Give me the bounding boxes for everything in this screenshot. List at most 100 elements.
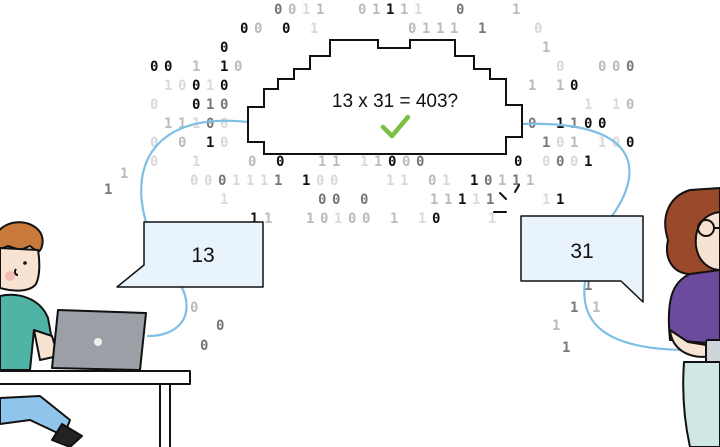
binary-digit: 1 bbox=[486, 192, 494, 208]
binary-digit: 0 bbox=[456, 2, 464, 18]
binary-digit: 0 bbox=[220, 78, 228, 94]
binary-digit: 1 bbox=[332, 154, 340, 170]
binary-digit: 0 bbox=[612, 59, 620, 75]
left-speech-bubble: 13 bbox=[116, 221, 264, 288]
binary-digit: 0 bbox=[570, 78, 578, 94]
binary-digit: 1 bbox=[246, 173, 254, 189]
binary-digit: 1 bbox=[478, 21, 486, 37]
binary-digit: 0 bbox=[150, 154, 158, 170]
binary-digit: 0 bbox=[282, 21, 290, 37]
binary-digit: 0 bbox=[248, 154, 256, 170]
binary-digit: 1 bbox=[120, 166, 128, 182]
binary-digit: 0 bbox=[362, 211, 370, 227]
binary-digit: 0 bbox=[416, 154, 424, 170]
wire-left-laptop bbox=[146, 283, 188, 338]
wire-left bbox=[140, 119, 250, 224]
binary-digit: 0 bbox=[330, 173, 338, 189]
binary-digit: 0 bbox=[150, 97, 158, 113]
binary-digit: 0 bbox=[598, 116, 606, 132]
binary-digit: 1 bbox=[430, 192, 438, 208]
binary-digit: 0 bbox=[190, 300, 198, 316]
binary-digit: 0 bbox=[542, 154, 550, 170]
binary-digit: 0 bbox=[190, 173, 198, 189]
binary-digit: 1 bbox=[220, 59, 228, 75]
binary-digit: 1 bbox=[556, 78, 564, 94]
binary-digit: 0 bbox=[204, 173, 212, 189]
binary-digit: 0 bbox=[534, 21, 542, 37]
wire-right bbox=[518, 122, 631, 218]
left-person-illustration bbox=[0, 221, 191, 447]
binary-digit: 0 bbox=[234, 59, 242, 75]
binary-digit: 0 bbox=[320, 211, 328, 227]
binary-digit: 0 bbox=[484, 173, 492, 189]
wire-right-person bbox=[583, 280, 692, 352]
binary-digit: 0 bbox=[206, 116, 214, 132]
binary-digit: 1 bbox=[542, 40, 550, 56]
binary-digit: 1 bbox=[302, 173, 310, 189]
binary-digit: 1 bbox=[556, 192, 564, 208]
binary-digit: 1 bbox=[334, 211, 342, 227]
binary-digit: 0 bbox=[556, 154, 564, 170]
binary-digit: 0 bbox=[402, 154, 410, 170]
binary-digit: 1 bbox=[360, 154, 368, 170]
connector-wires bbox=[140, 119, 692, 352]
binary-digit: 0 bbox=[598, 59, 606, 75]
binary-digit: 0 bbox=[220, 116, 228, 132]
binary-digit: 1 bbox=[386, 2, 394, 18]
binary-digit: 1 bbox=[552, 318, 560, 334]
binary-digit: 1 bbox=[310, 21, 318, 37]
binary-digit: 0 bbox=[570, 154, 578, 170]
binary-digit: 1 bbox=[260, 173, 268, 189]
binary-digit: 0 bbox=[626, 97, 634, 113]
binary-digit: 1 bbox=[512, 173, 520, 189]
binary-digit: 1 bbox=[512, 2, 520, 18]
binary-digit: 1 bbox=[542, 135, 550, 151]
binary-digit: 1 bbox=[232, 173, 240, 189]
binary-digit: 1 bbox=[598, 135, 606, 151]
binary-digit: 1 bbox=[444, 192, 452, 208]
binary-digit: 1 bbox=[436, 21, 444, 37]
binary-digit: 0 bbox=[332, 192, 340, 208]
right-person-illustration bbox=[664, 187, 720, 447]
binary-digit: 0 bbox=[556, 59, 564, 75]
right-speech-bubble: 31 bbox=[520, 215, 644, 303]
binary-digit: 1 bbox=[386, 173, 394, 189]
binary-digit: 0 bbox=[388, 154, 396, 170]
binary-digit: 0 bbox=[220, 97, 228, 113]
binary-digit: 1 bbox=[302, 2, 310, 18]
binary-digit: 1 bbox=[206, 135, 214, 151]
binary-digit: 0 bbox=[408, 21, 416, 37]
binary-digit: 0 bbox=[200, 338, 208, 354]
binary-digit: 1 bbox=[418, 211, 426, 227]
spark-icon bbox=[493, 184, 520, 213]
binary-digit: 0 bbox=[288, 2, 296, 18]
binary-digit: 1 bbox=[498, 173, 506, 189]
binary-digit: 0 bbox=[220, 135, 228, 151]
binary-digit: 1 bbox=[458, 192, 466, 208]
binary-digit: 1 bbox=[206, 78, 214, 94]
binary-digit: 1 bbox=[250, 211, 258, 227]
binary-digit: 0 bbox=[626, 135, 634, 151]
binary-digit: 1 bbox=[570, 116, 578, 132]
binary-digit: 1 bbox=[526, 173, 534, 189]
binary-digit: 1 bbox=[570, 300, 578, 316]
binary-digit: 0 bbox=[150, 135, 158, 151]
binary-digit: 1 bbox=[584, 97, 592, 113]
binary-digit: 1 bbox=[612, 97, 620, 113]
binary-digit: 1 bbox=[164, 116, 172, 132]
binary-digit: 1 bbox=[104, 182, 112, 198]
binary-digit: 1 bbox=[206, 97, 214, 113]
binary-digit: 0 bbox=[276, 154, 284, 170]
binary-digit: 1 bbox=[264, 211, 272, 227]
binary-digit: 1 bbox=[442, 173, 450, 189]
binary-digit: 1 bbox=[220, 192, 228, 208]
binary-digit: 0 bbox=[428, 173, 436, 189]
binary-digit: 1 bbox=[306, 211, 314, 227]
binary-digit: 1 bbox=[542, 192, 550, 208]
binary-digit: 1 bbox=[372, 2, 380, 18]
binary-digit: 0 bbox=[150, 59, 158, 75]
binary-digit: 1 bbox=[488, 211, 496, 227]
binary-digit: 0 bbox=[556, 135, 564, 151]
